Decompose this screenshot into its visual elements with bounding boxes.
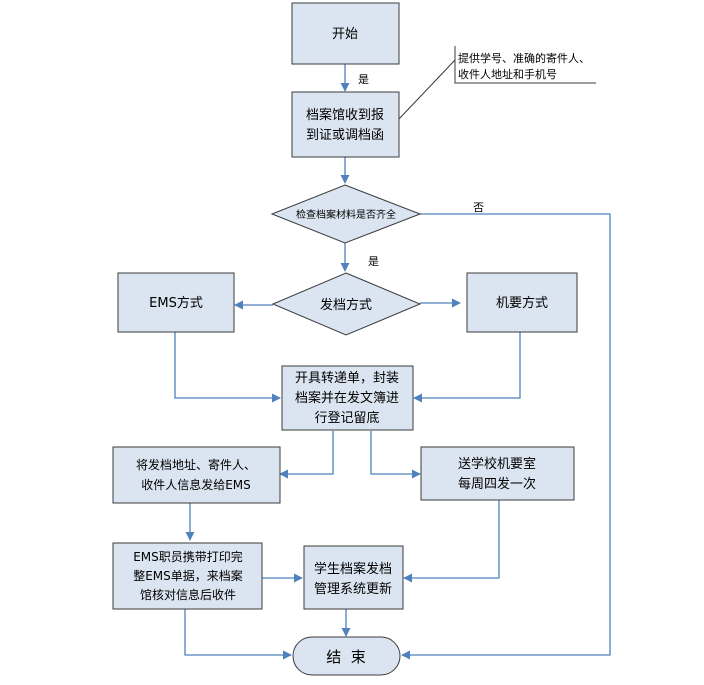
node-method-text: 发档方式	[320, 297, 372, 313]
annotation-note-line-2: 收件人地址和手机号	[458, 67, 557, 81]
annotation-note-line-1: 提供学号、准确的寄件人、	[458, 51, 590, 65]
node-school-office-line-1: 送学校机要室	[458, 456, 536, 472]
node-send-ems-info: 将发档地址、寄件人、 收件人信息发给EMS	[112, 446, 281, 504]
node-register-line-2: 档案并在发文簿进	[295, 390, 399, 406]
node-system-update: 学生档案发档 管理系统更新	[303, 545, 404, 610]
node-ems-staff: EMS职员携带打印完 整EMS单据，来档案 馆核对信息后收件	[112, 542, 263, 610]
node-receive-line-1: 档案馆收到报	[306, 108, 384, 123]
node-jiyao-text: 机要方式	[496, 295, 548, 311]
node-ems-text: EMS方式	[149, 295, 203, 311]
edge-check-no-to-end	[401, 213, 611, 660]
edges	[174, 64, 611, 660]
node-ems-staff-line-1: EMS职员携带打印完	[133, 549, 243, 564]
node-register-line-1: 开具转递单，封装	[295, 371, 399, 386]
node-ems: EMS方式	[117, 272, 235, 333]
node-start: 开始	[291, 2, 400, 65]
node-system-update-line-1: 学生档案发档	[314, 561, 392, 577]
node-ems-staff-line-3: 馆核对信息后收件	[140, 587, 236, 602]
node-school-office-line-2: 每周四发一次	[458, 476, 536, 492]
node-school-office: 送学校机要室 每周四发一次	[420, 446, 575, 501]
node-send-ems-info-line-1: 将发档地址、寄件人、	[136, 457, 256, 472]
edge-jiyao-to-register	[413, 332, 521, 403]
edge-ems-to-register	[174, 332, 281, 403]
node-jiyao: 机要方式	[466, 272, 578, 333]
node-register: 开具转递单，封装 档案并在发文簿进 行登记留底	[281, 365, 414, 431]
node-receive-line-2: 到证或调档函	[306, 128, 384, 143]
node-end-text: 结 束	[326, 648, 366, 666]
node-check-text: 检查档案材料是否齐全	[296, 208, 396, 221]
node-end: 结 束	[292, 636, 401, 676]
edge-ems-staff-to-end	[184, 609, 292, 660]
node-send-ems-info-line-2: 收件人信息发给EMS	[141, 477, 251, 492]
node-method-decision: 发档方式	[271, 272, 422, 336]
edge-register-to-school-office	[370, 431, 421, 479]
annotation-note: 提供学号、准确的寄件人、 收件人地址和手机号	[398, 46, 596, 120]
node-system-update-line-2: 管理系统更新	[314, 581, 392, 597]
node-start-text: 开始	[332, 27, 358, 42]
label-check-yes: 是	[368, 255, 379, 268]
node-receive: 档案馆收到报 到证或调档函	[291, 91, 400, 158]
label-start-yes: 是	[358, 73, 369, 86]
label-check-no: 否	[473, 201, 484, 214]
edge-school-office-to-system-update	[403, 500, 500, 583]
node-register-line-3: 行登记留底	[314, 410, 379, 426]
edge-register-to-send-ems-info	[279, 431, 334, 479]
node-ems-staff-line-2: 整EMS单据，来档案	[133, 568, 243, 583]
node-check-decision: 检查档案材料是否齐全	[270, 184, 422, 244]
